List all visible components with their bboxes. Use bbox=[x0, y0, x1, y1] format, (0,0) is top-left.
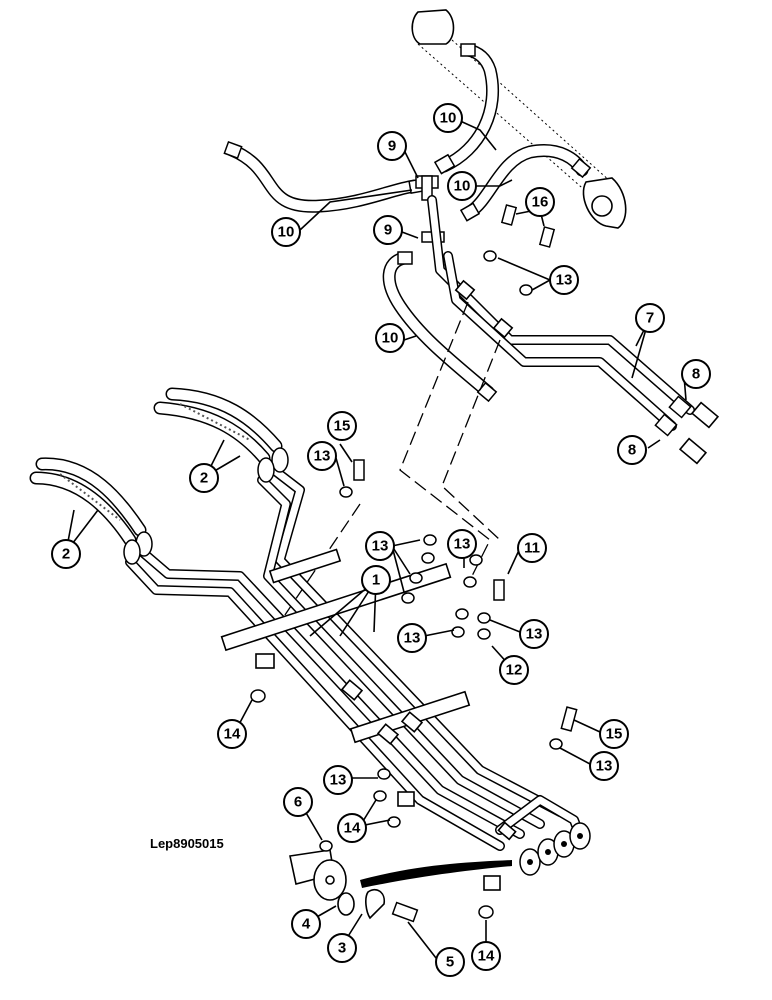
callout-13: 13 bbox=[397, 623, 427, 653]
callout-15: 15 bbox=[599, 719, 629, 749]
callout-9: 9 bbox=[373, 215, 403, 245]
callout-5: 5 bbox=[435, 947, 465, 977]
callout-15-label: 15 bbox=[606, 726, 623, 743]
callout-7-label: 7 bbox=[646, 310, 654, 327]
cylinder-outline bbox=[411, 9, 627, 229]
callout-13: 13 bbox=[365, 531, 395, 561]
callout-6-label: 6 bbox=[294, 794, 302, 811]
callout-14-label: 14 bbox=[478, 948, 495, 965]
callout-2-label: 2 bbox=[200, 470, 208, 487]
callout-15: 15 bbox=[327, 411, 357, 441]
callout-16: 16 bbox=[525, 187, 555, 217]
callout-3: 3 bbox=[327, 933, 357, 963]
callout-10: 10 bbox=[375, 323, 405, 353]
callout-1-label: 1 bbox=[372, 572, 380, 589]
callout-2: 2 bbox=[189, 463, 219, 493]
callout-13: 13 bbox=[307, 441, 337, 471]
callout-4: 4 bbox=[291, 909, 321, 939]
callout-10-label: 10 bbox=[440, 110, 457, 127]
callout-1: 1 bbox=[361, 565, 391, 595]
callout-10-label: 10 bbox=[278, 224, 295, 241]
outlet-flanges bbox=[519, 822, 591, 876]
callout-11-label: 11 bbox=[524, 540, 540, 557]
callout-8-label: 8 bbox=[692, 366, 700, 383]
callout-13: 13 bbox=[549, 265, 579, 295]
callout-14: 14 bbox=[337, 813, 367, 843]
callout-8: 8 bbox=[617, 435, 647, 465]
lower-pipes bbox=[125, 465, 591, 876]
callout-3-label: 3 bbox=[338, 940, 346, 957]
callout-13: 13 bbox=[519, 619, 549, 649]
callout-9-label: 9 bbox=[388, 138, 396, 155]
callout-12: 12 bbox=[499, 655, 529, 685]
callout-6: 6 bbox=[283, 787, 313, 817]
callout-10-label: 10 bbox=[454, 178, 471, 195]
upper-pipes bbox=[427, 195, 720, 465]
callout-12-label: 12 bbox=[506, 662, 523, 679]
callout-13-label: 13 bbox=[556, 272, 573, 289]
alignment-lines bbox=[267, 301, 501, 641]
callout-13-label: 13 bbox=[526, 626, 543, 643]
callout-13: 13 bbox=[589, 751, 619, 781]
upper-fasteners bbox=[483, 204, 556, 296]
callout-16-label: 16 bbox=[532, 194, 549, 211]
callout-14-label: 14 bbox=[224, 726, 241, 743]
callout-2-label: 2 bbox=[62, 546, 70, 563]
callout-13-label: 13 bbox=[454, 536, 471, 553]
callout-14-label: 14 bbox=[344, 820, 361, 837]
callout-13: 13 bbox=[447, 529, 477, 559]
callout-14: 14 bbox=[217, 719, 247, 749]
callout-5-label: 5 bbox=[446, 954, 454, 971]
callout-8: 8 bbox=[681, 359, 711, 389]
callout-13-label: 13 bbox=[596, 758, 613, 775]
drawing-reference-code: Lep8905015 bbox=[150, 836, 224, 851]
callout-10: 10 bbox=[271, 217, 301, 247]
callout-10: 10 bbox=[447, 171, 477, 201]
callout-2: 2 bbox=[51, 539, 81, 569]
callout-14: 14 bbox=[471, 941, 501, 971]
callout-13-label: 13 bbox=[330, 772, 347, 789]
clamp-parts bbox=[289, 840, 512, 923]
callout-15-label: 15 bbox=[334, 418, 351, 435]
callout-11: 11 bbox=[517, 533, 547, 563]
callout-7: 7 bbox=[635, 303, 665, 333]
lower-hoses bbox=[29, 387, 289, 565]
callouts: 1 2 2 3 4 5 6 7 8 8 9 9 10 10 10 10 11 1… bbox=[51, 103, 711, 977]
callout-4-label: 4 bbox=[302, 916, 311, 933]
callout-9: 9 bbox=[377, 131, 407, 161]
callout-13-label: 13 bbox=[314, 448, 331, 465]
callout-13: 13 bbox=[323, 765, 353, 795]
callout-8-label: 8 bbox=[628, 442, 636, 459]
callout-10-label: 10 bbox=[382, 330, 399, 347]
callout-10: 10 bbox=[433, 103, 463, 133]
callout-13-label: 13 bbox=[404, 630, 421, 647]
callout-9-label: 9 bbox=[384, 222, 392, 239]
callout-13-label: 13 bbox=[372, 538, 389, 555]
lower-fasteners bbox=[250, 459, 578, 919]
